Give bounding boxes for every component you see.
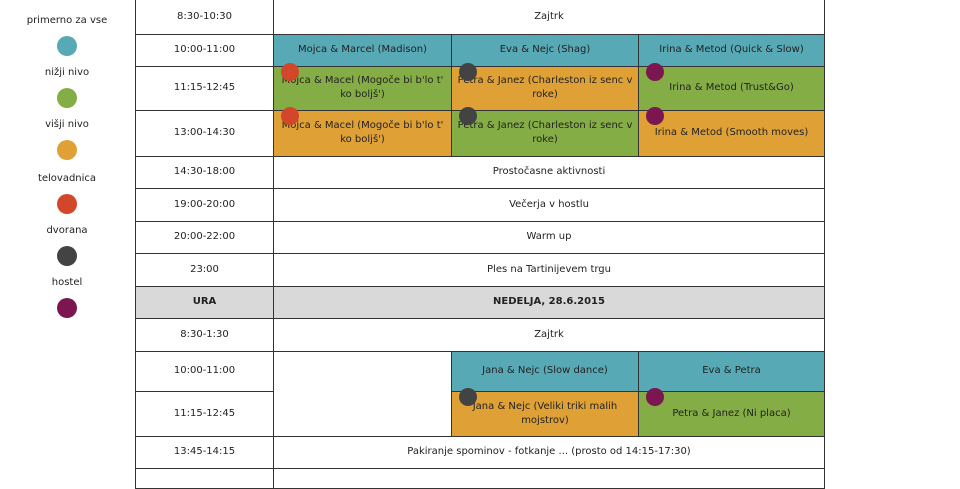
table-row: 23:00 Ples na Tartinijevem trgu [135, 252, 825, 287]
dvorana-dot-icon [459, 106, 477, 125]
telovadnica-dot-icon [281, 106, 299, 125]
table-row: 8:30-10:30 Zajtrk [135, 0, 825, 35]
legend-item-telovadnica: telovadnica [0, 173, 134, 214]
workshop-label: Jana & Nejc (Veliki triki malih mojstrov… [472, 400, 618, 426]
orange-dot-icon [57, 140, 77, 160]
legend-label: hostel [51, 277, 83, 288]
empty-cell [273, 350, 452, 437]
table-row: 10:00-11:00 Jana & Nejc (Slow dance) Eva… [135, 350, 825, 437]
activity-cell [273, 467, 825, 489]
table-row: 11:15-12:45 Jana & Nejc (Veliki triki ma… [135, 387, 825, 437]
workshop-cell: Petra & Janez (Ni placa) [638, 387, 825, 437]
workshop-label: Petra & Janez (Charleston iz senc v roke… [457, 120, 633, 145]
workshop-cell: Irina & Metod (Smooth moves) [638, 106, 825, 157]
day-header-row: URA NEDELJA, 28.6.2015 [135, 285, 825, 319]
time-cell: 20:00-22:00 [135, 220, 274, 254]
dark-dot-icon [57, 246, 77, 266]
day-header: NEDELJA, 28.6.2015 [273, 285, 825, 319]
workshop-cell: Eva & Nejc (Shag) [451, 33, 639, 67]
workshop-cell: Mojca & Macel (Mogoče bi b'lo t' ko bolj… [273, 106, 452, 157]
table-row: 8:30-1:30 Zajtrk [135, 317, 825, 352]
activity-cell: Zajtrk [273, 0, 825, 35]
telovadnica-dot-icon [281, 62, 299, 81]
legend: primerno za vse nižji nivo višji nivo te… [0, 0, 134, 480]
table-row: 19:00-20:00 Večerja v hostlu [135, 187, 825, 222]
workshop-label: Petra & Janez (Ni placa) [672, 407, 791, 419]
teal-dot-icon [57, 36, 77, 56]
workshop-cell: Jana & Nejc (Veliki triki malih mojstrov… [451, 387, 639, 437]
table-row: 20:00-22:00 Warm up [135, 220, 825, 254]
workshop-label: Mojca & Macel (Mogoče bi b'lo t' ko bolj… [281, 75, 444, 100]
time-cell [135, 467, 274, 489]
activity-cell: Ples na Tartinijevem trgu [273, 252, 825, 287]
hostel-dot-icon [646, 387, 664, 406]
table-row [135, 467, 825, 489]
workshop-cell: Petra & Janez (Charleston iz senc v roke… [451, 106, 639, 157]
time-column-header: URA [135, 285, 274, 319]
workshop-cell: Mojca & Macel (Mogoče bi b'lo t' ko bolj… [273, 62, 452, 111]
workshop-label: Petra & Janez (Charleston iz senc v roke… [457, 75, 633, 100]
time-cell: 23:00 [135, 252, 274, 287]
workshop-cell: Irina & Metod (Trust&Go) [638, 62, 825, 111]
dvorana-dot-icon [459, 62, 477, 81]
dvorana-dot-icon [459, 387, 477, 406]
legend-label: dvorana [46, 225, 88, 236]
legend-label: primerno za vse [26, 15, 108, 26]
activity-cell: Pakiranje spominov - fotkanje ... (prost… [273, 435, 825, 469]
hostel-dot-icon [646, 106, 664, 125]
time-cell: 13:00-14:30 [135, 109, 274, 157]
legend-item-dvorana: dvorana [0, 225, 134, 266]
workshop-label: Mojca & Macel (Mogoče bi b'lo t' ko bolj… [281, 120, 444, 145]
time-cell: 11:15-12:45 [135, 65, 274, 111]
table-row: 13:00-14:30 Mojca & Macel (Mogoče bi b'l… [135, 106, 825, 157]
workshop-cell: Petra & Janez (Charleston iz senc v roke… [451, 62, 639, 111]
legend-item-visji: višji nivo [0, 119, 134, 160]
time-cell: 14:30-18:00 [135, 155, 274, 189]
time-cell: 10:00-11:00 [135, 33, 274, 67]
workshop-cell: Irina & Metod (Quick & Slow) [638, 33, 825, 67]
table-row: 14:30-18:00 Prostočasne aktivnosti [135, 155, 825, 189]
workshop-cell: Mojca & Marcel (Madison) [273, 33, 452, 67]
workshop-cell: Eva & Petra [638, 350, 825, 392]
workshop-label: Irina & Metod (Smooth moves) [654, 127, 809, 138]
purple-dot-icon [57, 298, 77, 318]
time-cell: 10:00-11:00 [135, 350, 274, 392]
table-row: 11:15-12:45 Mojca & Macel (Mogoče bi b'l… [135, 62, 825, 111]
activity-cell: Zajtrk [273, 317, 825, 352]
legend-label: višji nivo [45, 119, 89, 130]
activity-cell: Warm up [273, 220, 825, 254]
time-cell: 13:45-14:15 [135, 435, 274, 469]
legend-label: nižji nivo [44, 67, 90, 78]
green-dot-icon [57, 88, 77, 108]
activity-cell: Večerja v hostlu [273, 187, 825, 222]
hostel-dot-icon [646, 62, 664, 81]
activity-cell: Prostočasne aktivnosti [273, 155, 825, 189]
legend-item-primerno: primerno za vse [0, 15, 134, 56]
legend-item-hostel: hostel [0, 277, 134, 318]
time-cell: 11:15-12:45 [135, 390, 274, 437]
table-row: 13:45-14:15 Pakiranje spominov - fotkanj… [135, 435, 825, 469]
table-row: 10:00-11:00 Mojca & Marcel (Madison) Eva… [135, 33, 825, 67]
red-dot-icon [57, 194, 77, 214]
workshop-cell: Jana & Nejc (Slow dance) [451, 350, 639, 392]
time-cell: 8:30-1:30 [135, 317, 274, 352]
time-cell: 8:30-10:30 [135, 0, 274, 35]
time-cell: 19:00-20:00 [135, 187, 274, 222]
legend-item-nizji: nižji nivo [0, 67, 134, 108]
schedule-table: 8:30-10:30 Zajtrk 10:00-11:00 Mojca & Ma… [135, 0, 825, 489]
workshop-label: Irina & Metod (Trust&Go) [669, 82, 794, 93]
legend-label: telovadnica [37, 173, 97, 184]
